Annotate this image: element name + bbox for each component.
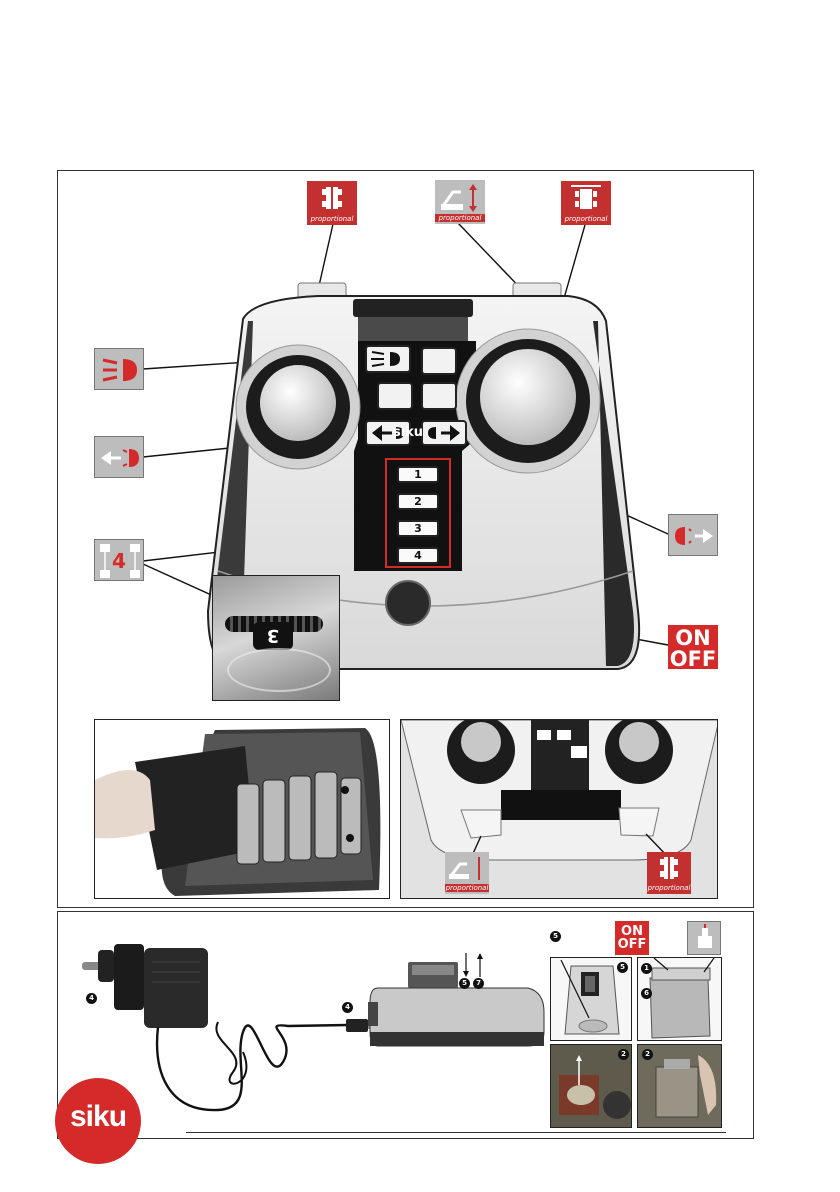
indicator-left-icon [95, 437, 145, 479]
open-vehicle-marker: 2 [618, 1049, 629, 1060]
arrow-step-marker-remove: 7 [473, 978, 484, 989]
channel-3-button[interactable]: 3 [397, 520, 439, 537]
battery-pack-badge: 5 [617, 962, 628, 973]
drive-forward-backward-icon [307, 181, 357, 215]
arrow-step-marker-insert: 5 [459, 978, 470, 989]
lift-up-down-icon [445, 852, 489, 884]
step-photo-battery-pack: 5 [550, 957, 632, 1041]
proportional-label: proportional [647, 884, 691, 892]
proportional-label: proportional [445, 884, 489, 892]
drive-proportional-tag: proportional [307, 181, 357, 225]
battery-compartment-photo [94, 719, 390, 899]
proportional-label: proportional [435, 214, 485, 222]
step-photo-battery-switch: 1 6 [637, 957, 722, 1041]
controller-overview-panel: 1 2 3 4 siku proportional proportional p… [57, 170, 754, 908]
dial-inset-photo: 3 [212, 575, 340, 701]
channel-4-button[interactable]: 4 [397, 547, 439, 564]
insert-remove-arrows [458, 951, 498, 981]
steering-left-right-icon [561, 181, 611, 215]
insert-battery-marker: 2 [642, 1049, 653, 1060]
charging-panel: 4 4 5 7 ON OFF 5 [57, 911, 754, 1139]
drive-forward-backward-icon [647, 852, 691, 884]
on-off-tag-small: ON OFF [615, 921, 649, 955]
proportional-label: proportional [561, 215, 611, 223]
drive-proportional-tag-small: proportional [647, 852, 691, 894]
step-photo-insert-battery: 2 [637, 1044, 722, 1128]
siku-logo: siku [55, 1078, 141, 1164]
headlight-tag [94, 348, 144, 390]
footer-rule [186, 1132, 726, 1133]
off-label: OFF [615, 938, 649, 951]
all-wheel-number: 4 [95, 549, 143, 573]
switch-tag [687, 921, 721, 955]
on-off-tag: ON OFF [668, 625, 718, 669]
channel-1-button[interactable]: 1 [397, 466, 439, 483]
power-button-logo[interactable]: siku [386, 425, 430, 440]
step-photo-open-vehicle: 2 [550, 1044, 632, 1128]
steer-proportional-tag: proportional [561, 181, 611, 225]
four-wheel-steering-tag: 4 [94, 539, 144, 581]
siku-logo-text: siku [55, 1100, 141, 1134]
dial-value: 3 [253, 625, 293, 646]
battery-switch-badge: 6 [641, 988, 652, 999]
battery-switch-icon [688, 922, 722, 956]
on-label: ON [668, 628, 718, 649]
indicator-left-tag [94, 436, 144, 478]
lift-proportional-tag: proportional [435, 180, 485, 224]
cable-step-marker: 4 [342, 1002, 353, 1013]
proportional-label: proportional [307, 215, 357, 223]
lift-up-down-icon [435, 180, 485, 214]
plug-step-marker: 4 [86, 993, 97, 1004]
indicator-right-icon [669, 515, 719, 557]
lift-proportional-tag-small: proportional [445, 852, 489, 894]
channel-2-button[interactable]: 2 [397, 493, 439, 510]
battery-pack-marker: 5 [550, 931, 561, 942]
headlight-icon [95, 349, 145, 391]
off-label: OFF [668, 649, 718, 670]
rear-tabs-photo: proportional proportional [400, 719, 718, 899]
battery-switch-marker: 1 [641, 963, 652, 974]
battery-compartment-illustration [95, 720, 390, 899]
indicator-right-tag [668, 514, 718, 556]
dial-housing [227, 648, 331, 692]
